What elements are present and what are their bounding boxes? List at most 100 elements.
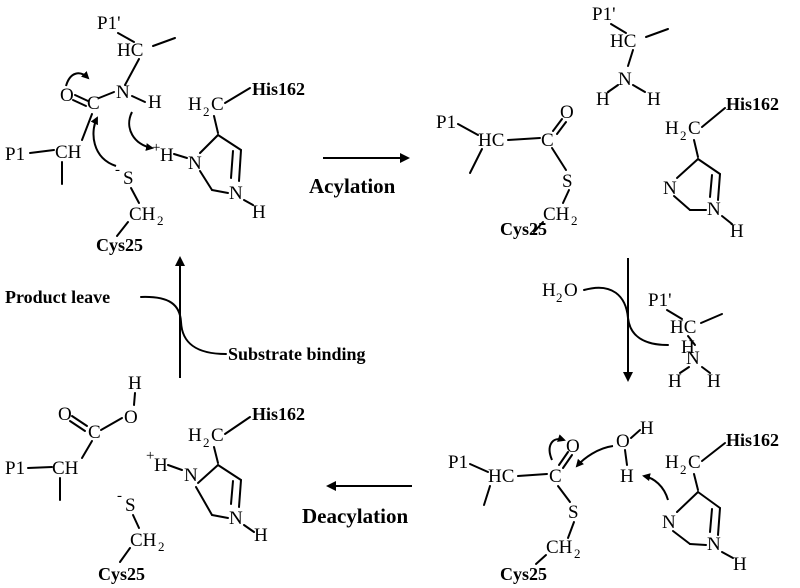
h-label: H (148, 92, 162, 113)
c-label: C (549, 466, 562, 487)
minus-sign: - (115, 162, 120, 178)
h-label: H (252, 202, 266, 223)
nh-label: N (229, 508, 243, 529)
c-label: C (688, 452, 701, 473)
hc-label: HC (117, 40, 143, 61)
top-right-complex: P1' HC N H H P1 HC C O S CH 2 Cys25 H 2 … (436, 4, 779, 242)
product-leave-label: Product leave (5, 287, 110, 307)
h-label: H (730, 221, 744, 242)
cys25-label: Cys25 (500, 564, 547, 584)
s-label: S (123, 168, 134, 189)
h-label: H (154, 455, 168, 476)
svg-text:2: 2 (556, 290, 563, 305)
h-label: H (681, 337, 695, 358)
n-label: N (662, 512, 676, 533)
svg-text:2: 2 (571, 213, 578, 228)
ch2-label: CH (129, 204, 156, 225)
p1-prime-label: P1' (592, 4, 616, 25)
top-left-complex: P1' HC O C N H P1 CH - S CH 2 Cys25 + H (5, 13, 305, 255)
n-label: N (618, 69, 632, 90)
o-label: O (560, 102, 574, 123)
h-label: H (128, 373, 142, 394)
h-label: H (733, 554, 747, 575)
h-label: H (647, 89, 661, 110)
bottom-right-complex: P1 HC C O S CH 2 Cys25 O H H H 2 C His16… (448, 418, 779, 584)
cys25-label: Cys25 (500, 219, 547, 239)
minus-sign: - (117, 488, 122, 504)
s-label: S (125, 495, 136, 516)
h-label: H (596, 89, 610, 110)
hc-label: HC (670, 317, 696, 338)
h-label: H (620, 466, 634, 487)
nh-label: N (229, 183, 243, 204)
svg-text:2: 2 (574, 546, 581, 561)
h2c-label: H (188, 94, 202, 115)
svg-text:2: 2 (203, 104, 210, 119)
s-label: S (568, 502, 579, 523)
p1-label: P1 (5, 458, 25, 479)
bottom-left-complex: H O O C P1 CH - S CH 2 Cys25 + H H 2 C H… (5, 373, 305, 584)
cys25-label: Cys25 (96, 235, 143, 255)
h2c-label: H (188, 425, 202, 446)
h2c-label: H (665, 452, 679, 473)
substrate-binding-label: Substrate binding (228, 344, 366, 364)
nh-label: N (707, 199, 721, 220)
water-curve (583, 286, 669, 346)
acylation-label: Acylation (309, 174, 396, 198)
c-label: C (88, 422, 101, 443)
c-label: C (211, 425, 224, 446)
hc-label: HC (488, 466, 514, 487)
n-label: N (184, 465, 198, 486)
his162-label: His162 (252, 79, 305, 99)
s-label: S (562, 171, 573, 192)
ch2-label: CH (546, 537, 573, 558)
c-label: C (688, 118, 701, 139)
n-label: N (663, 178, 677, 199)
h-label: H (707, 371, 721, 392)
binding-curve (140, 295, 227, 355)
cys25-label: Cys25 (98, 564, 145, 584)
svg-text:2: 2 (157, 213, 164, 228)
n-label: N (188, 153, 202, 174)
his162-label: His162 (726, 430, 779, 450)
nh-label: N (686, 348, 700, 369)
svg-text:2: 2 (203, 435, 210, 450)
ch2-label: CH (130, 530, 157, 551)
o-label: O (60, 85, 74, 106)
hc-label: HC (478, 130, 504, 151)
plus-sign: + (146, 448, 154, 464)
c-label: C (541, 130, 554, 151)
p1-prime-label: P1' (648, 290, 672, 311)
h-label: H (668, 371, 682, 392)
c-label: C (87, 93, 100, 114)
svg-text:2: 2 (680, 128, 687, 143)
svg-text:2: 2 (158, 539, 165, 554)
h-label: H (160, 145, 174, 166)
his162-label: His162 (252, 404, 305, 424)
p1-label: P1 (5, 144, 25, 165)
h2c-label: H (665, 118, 679, 139)
nh-label: N (707, 534, 721, 555)
n-label: N (116, 82, 130, 103)
his162-label: His162 (726, 94, 779, 114)
svg-text:2: 2 (680, 462, 687, 477)
ch2-label: CH (543, 204, 570, 225)
o-label: O (58, 404, 72, 425)
p1-prime-label: P1' (97, 13, 121, 34)
hc-label: HC (610, 31, 636, 52)
h-label: H (254, 525, 268, 546)
o-label: O (616, 431, 630, 452)
ch-label: CH (55, 142, 82, 163)
o-label: O (124, 407, 138, 428)
deacylation-label: Deacylation (302, 504, 408, 528)
p1-label: P1 (436, 112, 456, 133)
ch-label: CH (52, 458, 79, 479)
p1-label: P1 (448, 452, 468, 473)
h-label: H (640, 418, 654, 439)
h2o-label: H (542, 280, 556, 301)
o-label: O (566, 436, 580, 457)
o-label: O (564, 280, 578, 301)
plus-sign: + (152, 140, 160, 156)
